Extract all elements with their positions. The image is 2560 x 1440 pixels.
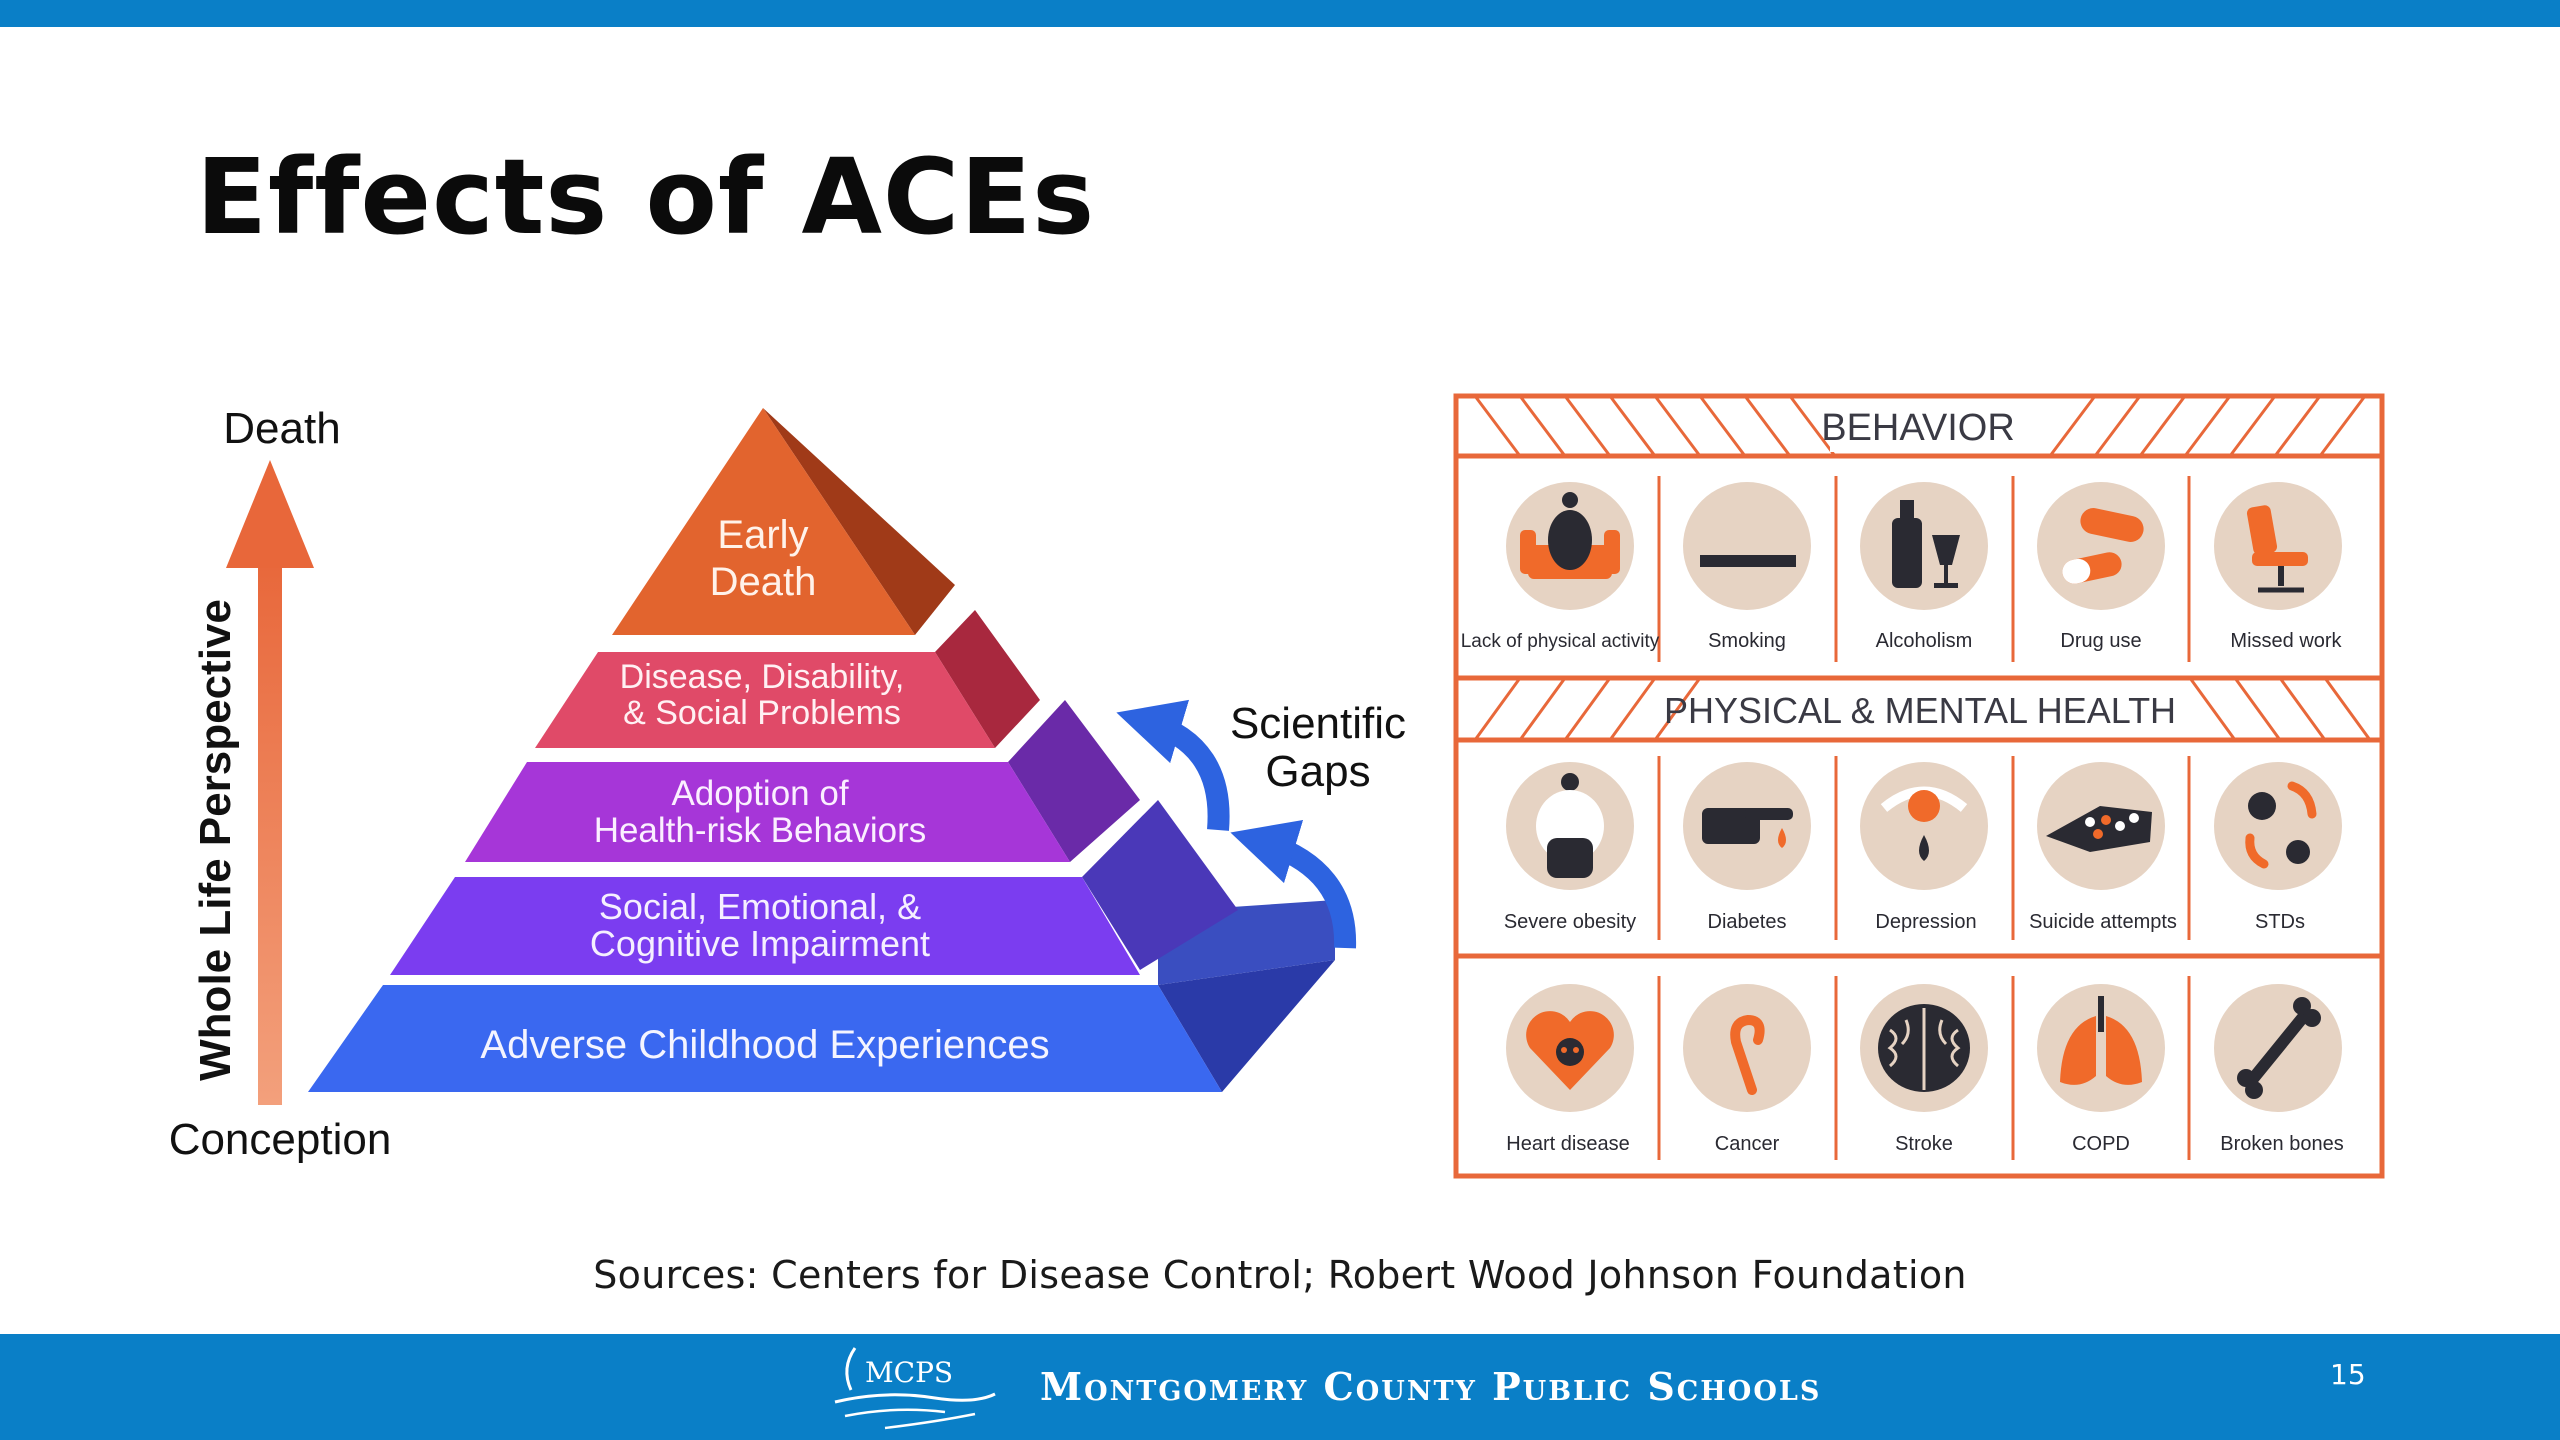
cell-label: Diabetes: [1708, 911, 1787, 933]
heart-skull-icon: [1526, 1011, 1614, 1090]
tier3-label-line2: Health-risk Behaviors: [594, 811, 927, 850]
finger-blood-icon: [1702, 808, 1793, 848]
tier-disease-disability: Disease, Disability, & Social Problems: [535, 610, 1040, 748]
axis-top-label: Death: [223, 404, 340, 453]
ribbon-icon: [1730, 1014, 1765, 1095]
cell-label: Cancer: [1715, 1133, 1780, 1155]
bone-icon: [2237, 997, 2321, 1099]
axis-bottom-label: Conception: [169, 1115, 392, 1164]
scientific-gaps-annotation: Scientific Gaps: [1116, 699, 1406, 949]
cell-label: Suicide attempts: [2029, 911, 2177, 933]
tier1-label-line1: Early: [717, 513, 808, 557]
behavior-cell-smoking: Smoking: [1683, 482, 1811, 652]
health-cell-suicide-attempts: Suicide attempts: [2029, 762, 2177, 933]
cell-label: Alcoholism: [1876, 630, 1973, 652]
behavior-header-label: BEHAVIOR: [1821, 407, 2015, 449]
cell-label: Smoking: [1708, 630, 1786, 652]
lungs-icon: [2060, 996, 2142, 1085]
cell-label: Lack of physical activity: [1461, 631, 1660, 652]
tier3-label-line1: Adoption of: [671, 774, 848, 813]
tier1-label-line2: Death: [710, 560, 817, 604]
health-cell-depression: Depression: [1860, 762, 1988, 933]
bottle-glass-icon: [1892, 500, 1960, 588]
couch-icon: [1520, 492, 1620, 579]
health-cell-stroke: Stroke: [1860, 984, 1988, 1155]
gaps-label-line1: Scientific: [1230, 699, 1406, 748]
district-name: Montgomery County Public Schools: [1040, 1364, 1822, 1409]
aces-pyramid: Death Conception Whole Life Perspective …: [169, 404, 1406, 1164]
tier-adverse-childhood-experiences: Adverse Childhood Experiences: [308, 900, 1335, 1092]
tier4-label-line2: Cognitive Impairment: [590, 923, 930, 964]
pills-icon: [2062, 508, 2144, 584]
cell-label: Depression: [1875, 911, 1976, 933]
sources-caption: Sources: Centers for Disease Control; Ro…: [593, 1253, 1967, 1297]
axis-arrow-icon: [226, 460, 314, 568]
cell-label: STDs: [2255, 911, 2305, 933]
tier2-label-line1: Disease, Disability,: [620, 658, 905, 696]
logo-text: MCPS: [865, 1356, 953, 1389]
cell-label: Heart disease: [1506, 1133, 1629, 1155]
virus-icon: [2245, 781, 2317, 869]
aces-figure: Death Conception Whole Life Perspective …: [169, 393, 2385, 1179]
axis-perspective-label: Whole Life Perspective: [191, 599, 240, 1081]
whole-life-axis: Death Conception Whole Life Perspective: [169, 404, 392, 1164]
behavior-cell-drug-use: Drug use: [2037, 482, 2165, 652]
behavior-header: BEHAVIOR: [1456, 395, 2382, 459]
footer-bar: [0, 1334, 2560, 1440]
effects-infographic: BEHAVIOR PHYSICAL & MENTAL HEALTH: [1453, 393, 2385, 1179]
behavior-cell-missed-work: Missed work: [2214, 482, 2343, 652]
top-accent-bar: [0, 0, 2560, 27]
gap-arrow-upper-icon: [1116, 699, 1230, 831]
office-chair-icon: [2246, 505, 2308, 593]
hand-pills-icon: [2046, 806, 2152, 852]
cell-label: Stroke: [1895, 1133, 1953, 1155]
tier4-label-line1: Social, Emotional, &: [599, 886, 921, 927]
health-header-label: PHYSICAL & MENTAL HEALTH: [1664, 690, 2176, 731]
cell-label: Broken bones: [2220, 1133, 2343, 1155]
health-cell-broken-bones: Broken bones: [2214, 984, 2344, 1155]
behavior-cell-alcoholism: Alcoholism: [1860, 482, 1988, 652]
behavior-cell-physical-activity: Lack of physical activity: [1461, 482, 1660, 652]
gaps-label-line2: Gaps: [1265, 747, 1370, 796]
health-cell-copd: COPD: [2037, 984, 2165, 1155]
page-number: 15: [2330, 1358, 2366, 1391]
tier-health-risk-behaviors: Adoption of Health-risk Behaviors: [465, 700, 1140, 862]
cell-label: Severe obesity: [1504, 911, 1636, 933]
crying-eye-icon: [1880, 786, 1968, 861]
health-cell-stds: STDs: [2214, 762, 2342, 933]
health-cell-severe-obesity: Severe obesity: [1504, 762, 1636, 933]
cell-label: Missed work: [2230, 630, 2342, 652]
brain-icon: [1878, 1004, 1970, 1092]
cigarette-icon: [1700, 555, 1796, 567]
cell-label: COPD: [2072, 1133, 2130, 1155]
tier-early-death: Early Death: [612, 408, 955, 635]
health-cell-cancer: Cancer: [1683, 984, 1811, 1155]
slide-title: Effects of ACEs: [196, 136, 1096, 258]
tier-social-emotional-cognitive: Social, Emotional, & Cognitive Impairmen…: [390, 800, 1238, 975]
tier2-label-line2: & Social Problems: [623, 694, 901, 732]
tier5-label: Adverse Childhood Experiences: [480, 1023, 1049, 1067]
person-obesity-icon: [1536, 773, 1604, 878]
health-cell-diabetes: Diabetes: [1683, 762, 1811, 933]
gap-arrow-lower-icon: [1230, 819, 1357, 949]
health-header: PHYSICAL & MENTAL HEALTH: [1456, 675, 2382, 743]
mcps-logo: MCPS: [834, 1347, 996, 1430]
health-cell-heart-disease: Heart disease: [1506, 984, 1634, 1155]
cell-label: Drug use: [2060, 630, 2141, 652]
